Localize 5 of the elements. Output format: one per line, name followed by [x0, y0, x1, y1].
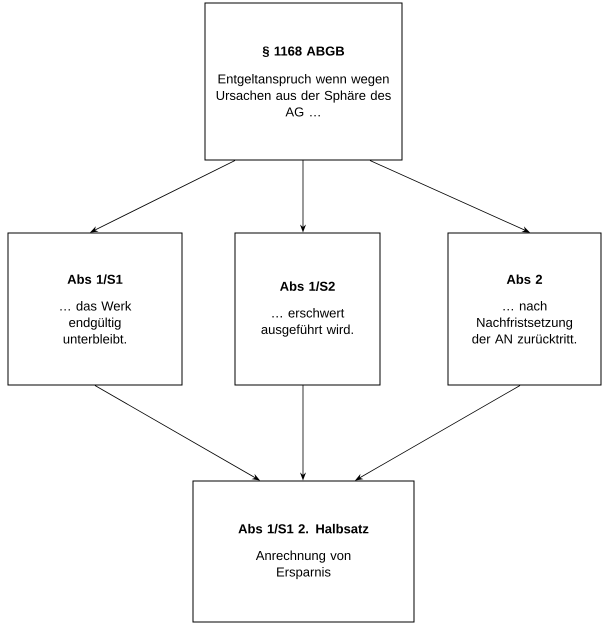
text-box: Abs 2 … nach Nachfristsetzung der AN zurücktritt.: [448, 232, 602, 386]
text-box: Abs 1/S2 … erschwert ausgeführt wird.: [234, 232, 380, 386]
text-box: Abs 1/S1 2. Halbsatz Anrechnung von Ersparnis: [192, 480, 414, 622]
text-box: § 1168 ABGB Entgeltanspruch wenn wegen Ursachen aus der Sphäre des AG …: [204, 2, 402, 160]
text-box: Abs 1/S1 … das Werk endgültig unterbleibt.: [8, 232, 182, 386]
